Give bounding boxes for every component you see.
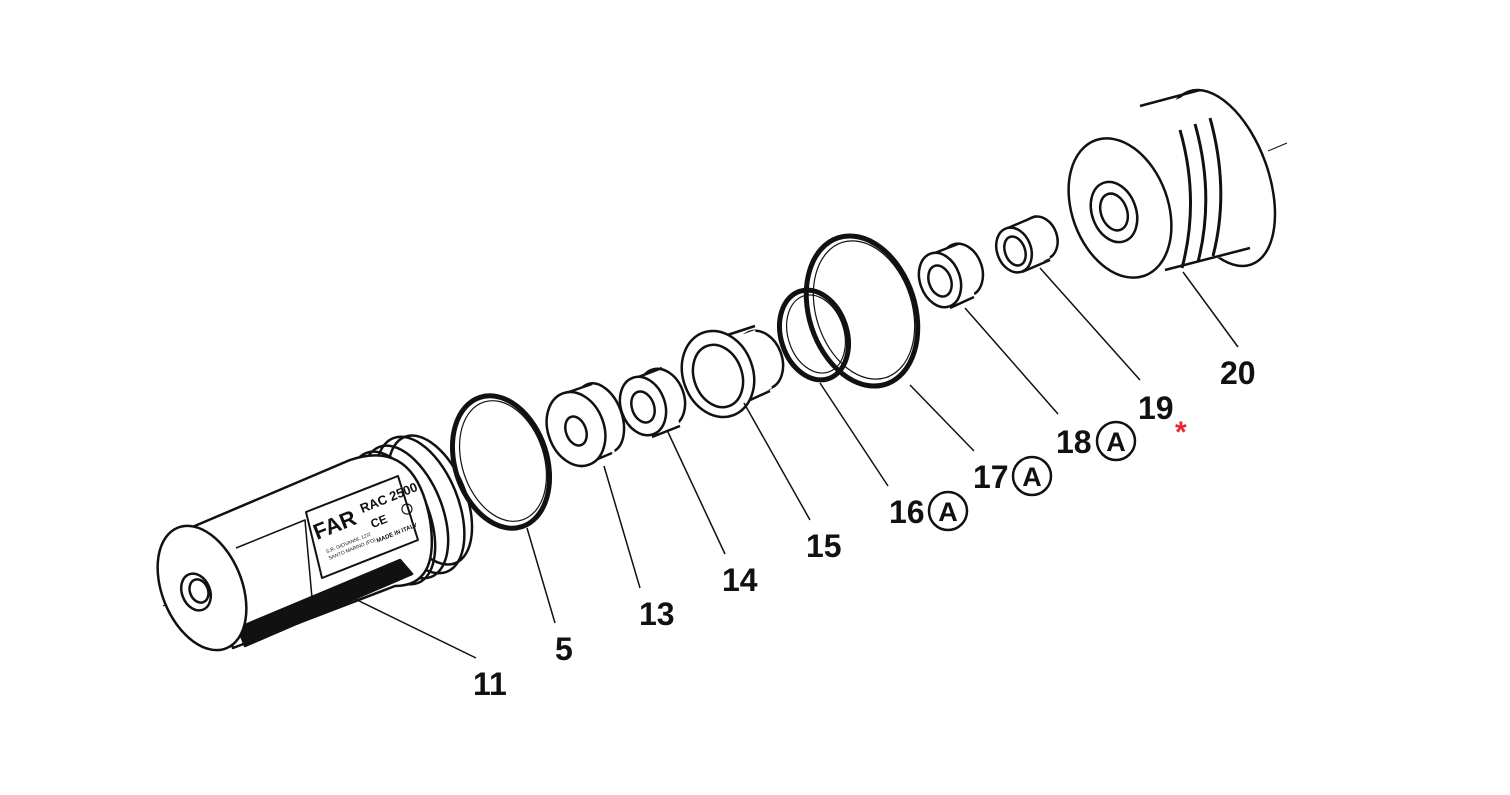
leader-16 bbox=[819, 382, 889, 487]
part-14-sleeve bbox=[618, 366, 687, 439]
callout-11: 11 bbox=[473, 666, 507, 702]
callout-5: 5 bbox=[555, 631, 573, 667]
callout-19: 19 bbox=[1138, 390, 1174, 426]
plate-ce-mark: CE bbox=[369, 512, 390, 531]
callout-16: 16 bbox=[889, 494, 925, 530]
leader-20 bbox=[1182, 271, 1239, 348]
callout-20: 20 bbox=[1220, 355, 1256, 391]
plate-recycle-icon bbox=[401, 503, 413, 515]
part-5-o-ring bbox=[449, 393, 553, 531]
leader-5 bbox=[526, 527, 556, 624]
leader-13 bbox=[603, 465, 641, 589]
leader-18 bbox=[964, 307, 1059, 415]
leader-17 bbox=[909, 384, 975, 452]
callout-18: 18 bbox=[1056, 424, 1092, 460]
callout-18-circled-a: A bbox=[1095, 420, 1137, 462]
part-20-cap bbox=[1067, 88, 1277, 279]
leader-19 bbox=[1039, 267, 1141, 381]
leader-14 bbox=[666, 429, 726, 555]
callout-17-circled-a: A bbox=[1011, 455, 1053, 497]
leader-11 bbox=[352, 597, 477, 659]
svg-text:A: A bbox=[1106, 427, 1126, 457]
callout-15: 15 bbox=[806, 528, 842, 564]
part-13-bushing bbox=[545, 382, 626, 468]
callout-14: 14 bbox=[722, 562, 758, 598]
part-11-body bbox=[156, 434, 474, 652]
part-17-o-ring bbox=[803, 233, 921, 389]
part-15-large-bushing bbox=[680, 324, 785, 419]
part-18-sleeve bbox=[917, 242, 985, 310]
callout-19-asterisk: * bbox=[1175, 416, 1187, 449]
svg-text:A: A bbox=[1022, 462, 1042, 492]
callout-13: 13 bbox=[639, 596, 675, 632]
leader-lines bbox=[352, 267, 1239, 659]
leader-15 bbox=[743, 402, 811, 521]
part-19-sleeve bbox=[994, 214, 1059, 274]
svg-text:A: A bbox=[938, 497, 958, 527]
callout-17: 17 bbox=[973, 459, 1009, 495]
callout-16-circled-a: A bbox=[927, 490, 969, 532]
callout-labels: 11 5 13 14 15 16 A 17 A 18 A 19 * 20 bbox=[473, 355, 1256, 702]
